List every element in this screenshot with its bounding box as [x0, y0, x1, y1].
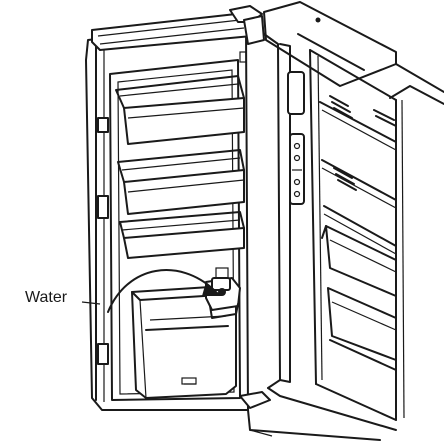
door-bin-middle: [117, 149, 245, 215]
cabinet-interior: [309, 49, 444, 421]
crisper-drawer-upper: [321, 225, 397, 297]
cabinet-left-edge: [263, 33, 291, 389]
right-door-edge: [389, 85, 444, 421]
shelf-glides: [329, 95, 397, 191]
door-bin-lower: [119, 211, 245, 259]
control-panel: [287, 71, 305, 205]
water-callout-label: Water: [25, 289, 68, 306]
cabinet-base: [247, 387, 397, 441]
water-tank-cap: [205, 267, 241, 319]
fill-arrow: [107, 269, 222, 313]
callout-leader: [81, 301, 101, 305]
door-bin-top: [115, 75, 245, 145]
crisper-drawer-lower: [327, 287, 397, 381]
door-top-cap: [91, 5, 265, 51]
cabinet-shelves: [319, 101, 397, 255]
door-hinges: [97, 51, 247, 365]
door-bottom-hinge: [239, 391, 271, 409]
